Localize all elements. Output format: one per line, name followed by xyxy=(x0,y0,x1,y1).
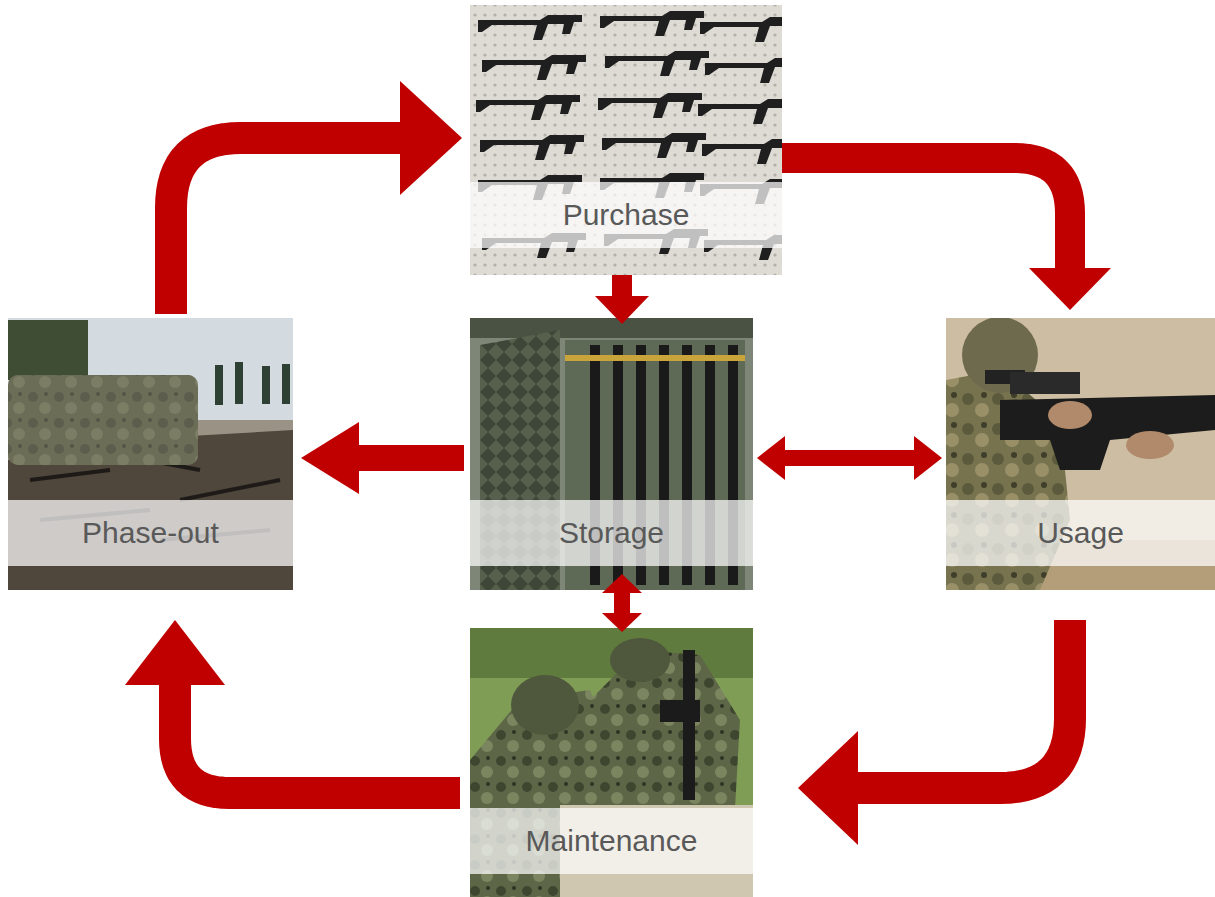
cabinet-top xyxy=(470,318,753,338)
flow-arrow xyxy=(602,574,642,632)
arrow-head xyxy=(757,436,785,480)
rifle-silhouette xyxy=(600,11,704,36)
arrow-head xyxy=(602,574,642,593)
photo-box: Purchase xyxy=(470,5,782,275)
stage-label: Usage xyxy=(946,500,1215,566)
rifle-silhouette xyxy=(700,17,782,42)
soldier-figure xyxy=(262,366,270,404)
soldier-figure xyxy=(235,362,243,404)
rifle-silhouette xyxy=(683,650,695,800)
arrow-head xyxy=(914,436,942,480)
arrow-head xyxy=(1029,268,1111,310)
roller-drum-pattern xyxy=(8,375,198,465)
soldier-figure xyxy=(215,365,223,405)
arrow-head xyxy=(798,731,858,845)
rack-bar xyxy=(565,355,745,361)
tree-line xyxy=(470,628,753,678)
arrow-head xyxy=(595,296,649,324)
stage-label: Storage xyxy=(470,500,753,566)
rifle-silhouette xyxy=(702,139,782,164)
roller-drum xyxy=(8,375,198,465)
rifle-silhouette xyxy=(478,15,582,40)
rifle-receiver xyxy=(660,700,700,722)
stage-label: Phase-out xyxy=(8,500,293,566)
soldier-figure xyxy=(282,364,290,404)
rifle-silhouette xyxy=(480,135,584,160)
soldier-cap xyxy=(511,675,579,735)
flow-arrow xyxy=(782,158,1111,310)
flow-arrow xyxy=(595,275,649,324)
arrow-shaft xyxy=(784,450,915,466)
arrow-head xyxy=(400,81,462,195)
rifle-silhouette xyxy=(598,93,702,118)
crushed-weapon xyxy=(180,480,280,500)
rifle-silhouette xyxy=(705,58,782,83)
arrow-head xyxy=(602,613,642,632)
rifle-scope xyxy=(1010,372,1080,394)
flow-arrow xyxy=(301,422,464,494)
stage-label: Maintenance xyxy=(470,808,753,874)
roller-frame xyxy=(8,320,88,380)
photo-box: Usage xyxy=(946,318,1215,590)
photo-box: Maintenance xyxy=(470,628,753,897)
rifle-silhouette xyxy=(482,55,586,80)
cabinet-body xyxy=(470,318,753,590)
flow-arrow xyxy=(171,81,462,314)
desert-sky xyxy=(946,318,1215,590)
arrow-head xyxy=(125,620,225,685)
soldier-hand xyxy=(1048,401,1092,429)
soldier-cap xyxy=(610,638,670,682)
photo-box: Storage xyxy=(470,318,753,590)
crushed-weapon xyxy=(30,470,110,480)
flow-arrow xyxy=(125,620,460,793)
arrow-shaft xyxy=(175,684,460,793)
arrow-shaft xyxy=(782,158,1070,269)
arrow-shaft xyxy=(171,138,401,314)
arrow-shaft xyxy=(358,445,464,471)
flow-arrow xyxy=(798,620,1070,845)
arrow-shaft xyxy=(857,620,1070,788)
grass xyxy=(470,628,753,897)
soldier-hand xyxy=(1126,431,1174,459)
arrow-shaft xyxy=(614,592,630,614)
rifle-silhouette xyxy=(602,133,706,158)
photo-box: Phase-out xyxy=(8,318,293,590)
rifle-silhouette xyxy=(1000,395,1215,470)
rifle-silhouette xyxy=(698,99,782,124)
arrow-head xyxy=(301,422,359,494)
arrow-shaft xyxy=(612,275,632,297)
pegboard-wall xyxy=(470,5,782,275)
rifle-silhouette xyxy=(476,95,580,120)
flow-arrow xyxy=(757,436,942,480)
stage-label: Purchase xyxy=(470,182,782,248)
rifle-silhouette xyxy=(605,51,709,76)
